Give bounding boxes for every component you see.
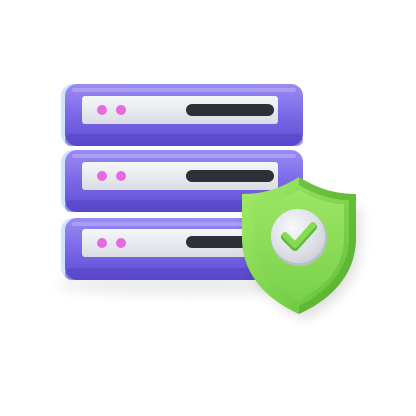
indicator-light — [97, 238, 107, 248]
indicator-light — [97, 171, 107, 181]
server-unit-icon — [61, 84, 303, 146]
indicator-light — [116, 238, 126, 248]
shield-check-icon — [242, 177, 360, 320]
server-panel — [82, 96, 278, 124]
drive-slot — [186, 104, 274, 116]
server-panel — [82, 162, 278, 190]
drive-slot — [186, 170, 274, 182]
indicator-light — [97, 105, 107, 115]
indicator-light — [116, 105, 126, 115]
indicator-light — [116, 171, 126, 181]
